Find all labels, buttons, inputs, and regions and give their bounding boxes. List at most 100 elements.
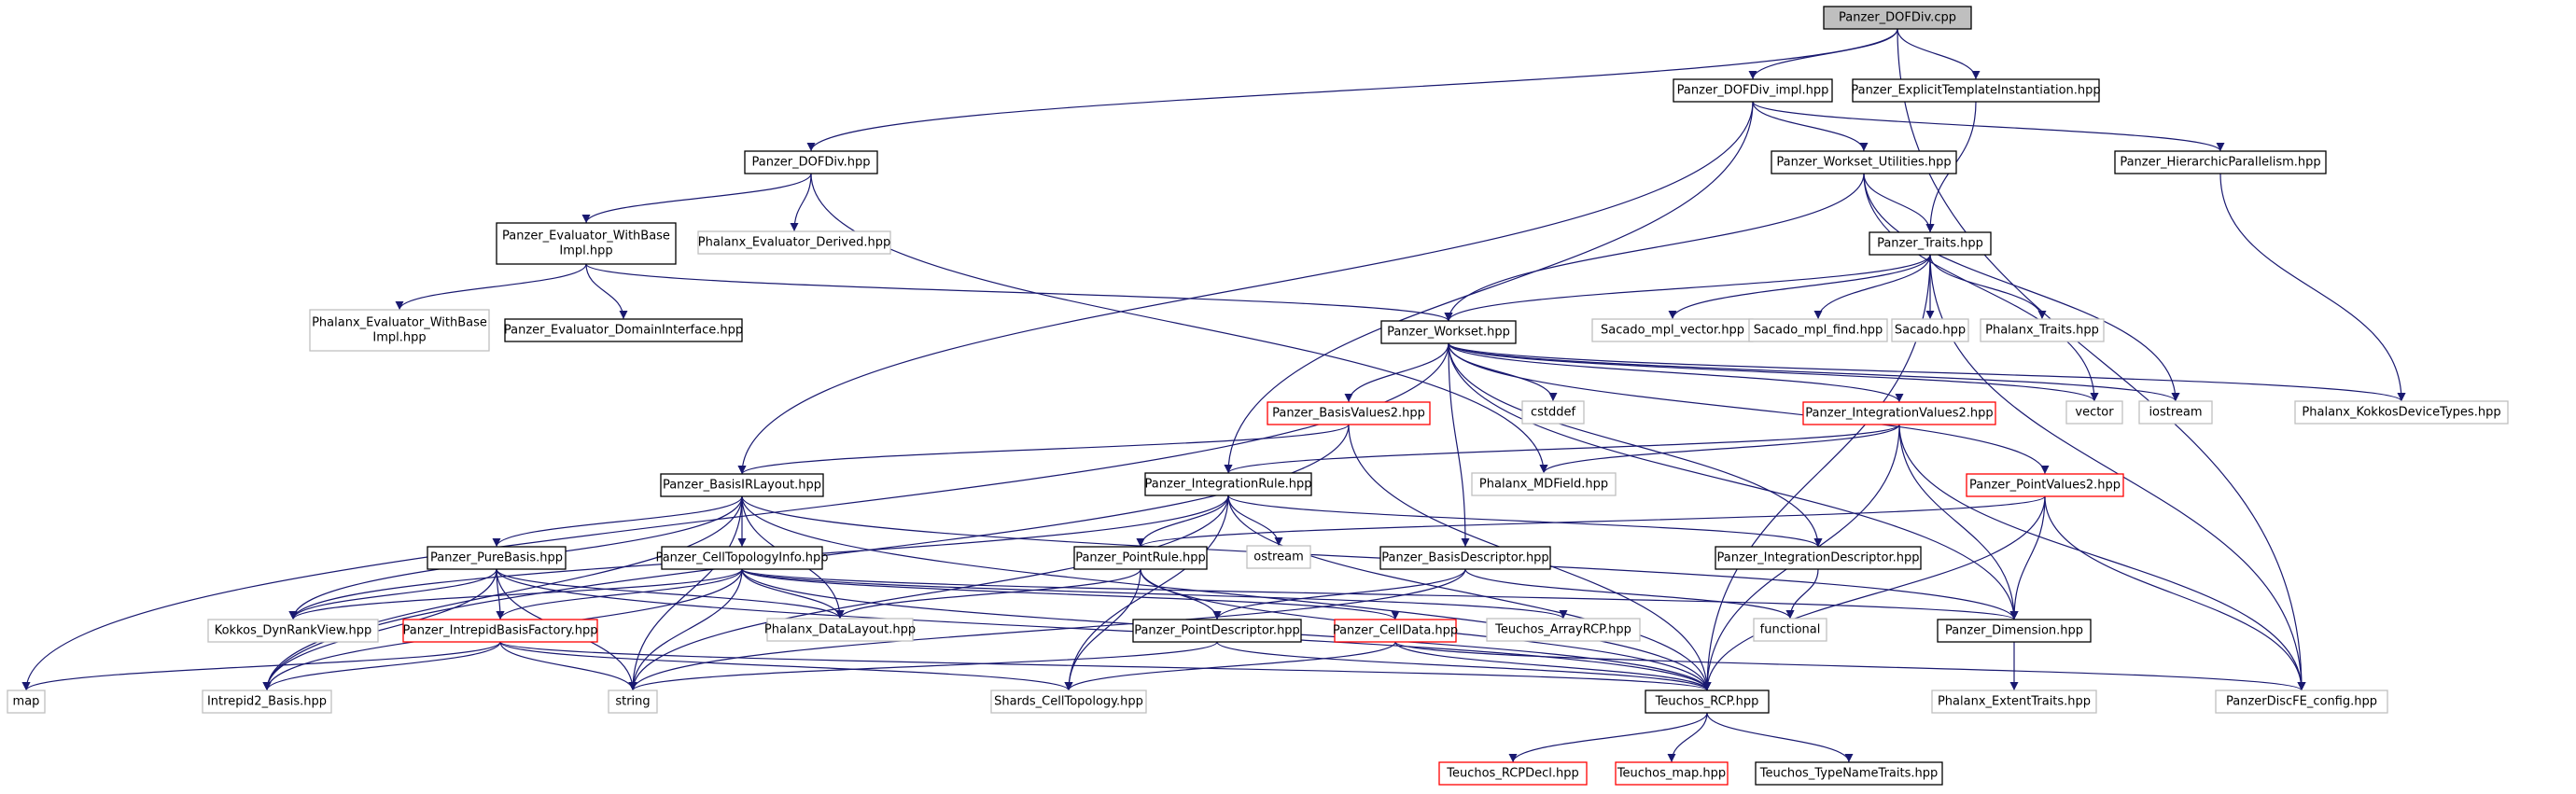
node-intrepid-fac[interactable]: Panzer_IntrepidBasisFactory.hpp (402, 619, 598, 643)
edge-introule-to-string (628, 495, 1229, 691)
node-box (1486, 618, 1641, 642)
edge-line (1898, 424, 2019, 620)
node-workset[interactable]: Panzer_Workset.hpp (1380, 320, 1517, 344)
edge-intrepid_fac-to-teuchos_rcp (499, 641, 1712, 691)
node-box (1748, 318, 1888, 342)
node-pointrule[interactable]: Panzer_PointRule.hpp (1073, 546, 1208, 570)
node-eval-domain[interactable]: Panzer_Evaluator_DomainInterface.hpp (504, 318, 743, 342)
node-shards: Shards_CellTopology.hpp (990, 690, 1147, 714)
node-basisdesc[interactable]: Panzer_BasisDescriptor.hpp (1379, 546, 1551, 570)
edge-hier-to-phx_kokkos (2219, 173, 2406, 402)
edge-line (1136, 495, 1229, 548)
edge-purebasis-to-teuchos_rcp (496, 568, 1712, 691)
node-box (697, 230, 891, 255)
edge-line (835, 568, 1141, 620)
edge-celltopo-to-teuchos_arrayrcp (741, 568, 1568, 620)
node-label: Panzer_CellTopologyInfo.hpp (655, 551, 828, 565)
node-label: Intrepid2_Basis.hpp (207, 695, 327, 709)
edge-pointvalues2-to-teuchos_rcp (1702, 495, 2046, 691)
node-cstddef: cstddef (1521, 400, 1585, 425)
node-label: functional (1760, 623, 1821, 637)
node-teuchos-rcp[interactable]: Teuchos_RCP.hpp (1645, 690, 1770, 714)
node-label: Phalanx_Traits.hpp (1985, 324, 2099, 338)
edge-line (1863, 173, 1935, 233)
node-dofdiv[interactable]: Panzer_DOFDiv.hpp (744, 150, 878, 174)
edge-pointrule-to-shards (1064, 568, 1141, 691)
edge-line (790, 173, 812, 232)
edge-workset-to-dimension (1448, 342, 2019, 620)
node-label: Panzer_PointValues2.hpp (1969, 479, 2121, 493)
edge-line (628, 568, 743, 691)
node-label: Panzer_CellData.hpp (1333, 624, 1458, 638)
node-dimension[interactable]: Panzer_Dimension.hpp (1937, 619, 2092, 643)
edge-line (741, 568, 1400, 620)
node-basis-ir[interactable]: Panzer_BasisIRLayout.hpp (660, 473, 824, 497)
edge-line (806, 28, 1898, 152)
edge-introule-to-ostream (1227, 495, 1283, 547)
node-tmap[interactable]: Teuchos_map.hpp (1615, 761, 1729, 786)
node-box (1615, 761, 1729, 786)
node-box (1267, 401, 1431, 425)
node-box (2294, 400, 2509, 425)
node-workset-util[interactable]: Panzer_Workset_Utilities.hpp (1771, 150, 1957, 174)
edge-line (1344, 342, 1449, 403)
node-root: Panzer_DOFDiv.cpp (1823, 6, 1972, 30)
node-box (766, 618, 914, 642)
node-purebasis[interactable]: Panzer_PureBasis.hpp (427, 546, 567, 570)
edge-basis_ir-to-intrepid2 (262, 495, 743, 691)
edge-line (496, 568, 743, 620)
node-box (1966, 473, 2124, 497)
edge-line (262, 641, 501, 691)
node-explicit[interactable]: Panzer_ExplicitTemplateInstantiation.hpp (1851, 78, 2101, 103)
node-typename[interactable]: Teuchos_TypeNameTraits.hpp (1755, 761, 1943, 786)
edge-intrepid_fac-to-map (21, 641, 501, 691)
node-label: Panzer_HierarchicParallelism.hpp (2120, 156, 2320, 170)
edge-layer (21, 28, 2406, 763)
node-box (1521, 400, 1585, 425)
edge-intvalues2-to-phx_mdfield (1539, 424, 1900, 474)
node-celltopo[interactable]: Panzer_CellTopologyInfo.hpp (655, 546, 829, 570)
edge-line (395, 263, 587, 311)
node-pointvalues2[interactable]: Panzer_PointValues2.hpp (1966, 473, 2124, 497)
node-intvalues2[interactable]: Panzer_IntegrationValues2.hpp (1802, 401, 1996, 425)
node-box (2138, 400, 2213, 425)
edge-line (1064, 641, 1396, 691)
node-box (207, 619, 379, 643)
node-label: Phalanx_MDField.hpp (1479, 478, 1608, 492)
edge-line (288, 568, 743, 620)
node-celldata[interactable]: Panzer_CellData.hpp (1333, 619, 1458, 643)
edge-introule-to-teuchos_rcp (1227, 495, 1712, 691)
node-box (744, 150, 878, 174)
node-dofdiv-impl[interactable]: Panzer_DOFDiv_impl.hpp (1673, 78, 1833, 103)
node-label: Panzer_Workset.hpp (1387, 326, 1510, 340)
node-box (1937, 619, 2092, 643)
node-label: Panzer_BasisValues2.hpp (1272, 407, 1425, 421)
node-introule[interactable]: Panzer_IntegrationRule.hpp (1144, 472, 1312, 496)
node-box (1132, 619, 1302, 643)
node-pointdesc[interactable]: Panzer_PointDescriptor.hpp (1132, 619, 1302, 643)
edge-traits-to-phx_traits (1929, 254, 2047, 320)
edge-line (1136, 495, 2046, 548)
edge-line (499, 641, 1073, 691)
edge-intvalues2-to-discfe (1898, 424, 2306, 691)
edge-line (496, 568, 1712, 691)
node-intdesc[interactable]: Panzer_IntegrationDescriptor.hpp (1715, 546, 1922, 570)
edge-celldata-to-teuchos_rcp (1394, 641, 1712, 691)
edge-workset-to-intdesc (1448, 342, 1823, 548)
edge-line (1813, 254, 1931, 320)
node-hier[interactable]: Panzer_HierarchicParallelism.hpp (2114, 150, 2327, 174)
edge-introule-to-intdesc (1227, 495, 1823, 548)
node-box (1802, 401, 1996, 425)
edge-line (1394, 641, 2306, 691)
node-sacado-find: Sacado_mpl_find.hpp (1748, 318, 1888, 342)
node-basisvalues2[interactable]: Panzer_BasisValues2.hpp (1267, 401, 1431, 425)
node-label: Panzer_PointRule.hpp (1075, 551, 1206, 565)
edge-root-to-explicit (1897, 28, 1981, 80)
node-box (2114, 150, 2327, 174)
node-phx-traits: Phalanx_Traits.hpp (1980, 318, 2105, 342)
node-traits[interactable]: Panzer_Traits.hpp (1869, 231, 1992, 256)
edge-basis_ir-to-teuchos_rcp (741, 495, 1712, 691)
edge-teuchos_rcp-to-tmap (1667, 712, 1708, 763)
node-rcpdecl[interactable]: Teuchos_RCPDecl.hpp (1438, 761, 1588, 786)
